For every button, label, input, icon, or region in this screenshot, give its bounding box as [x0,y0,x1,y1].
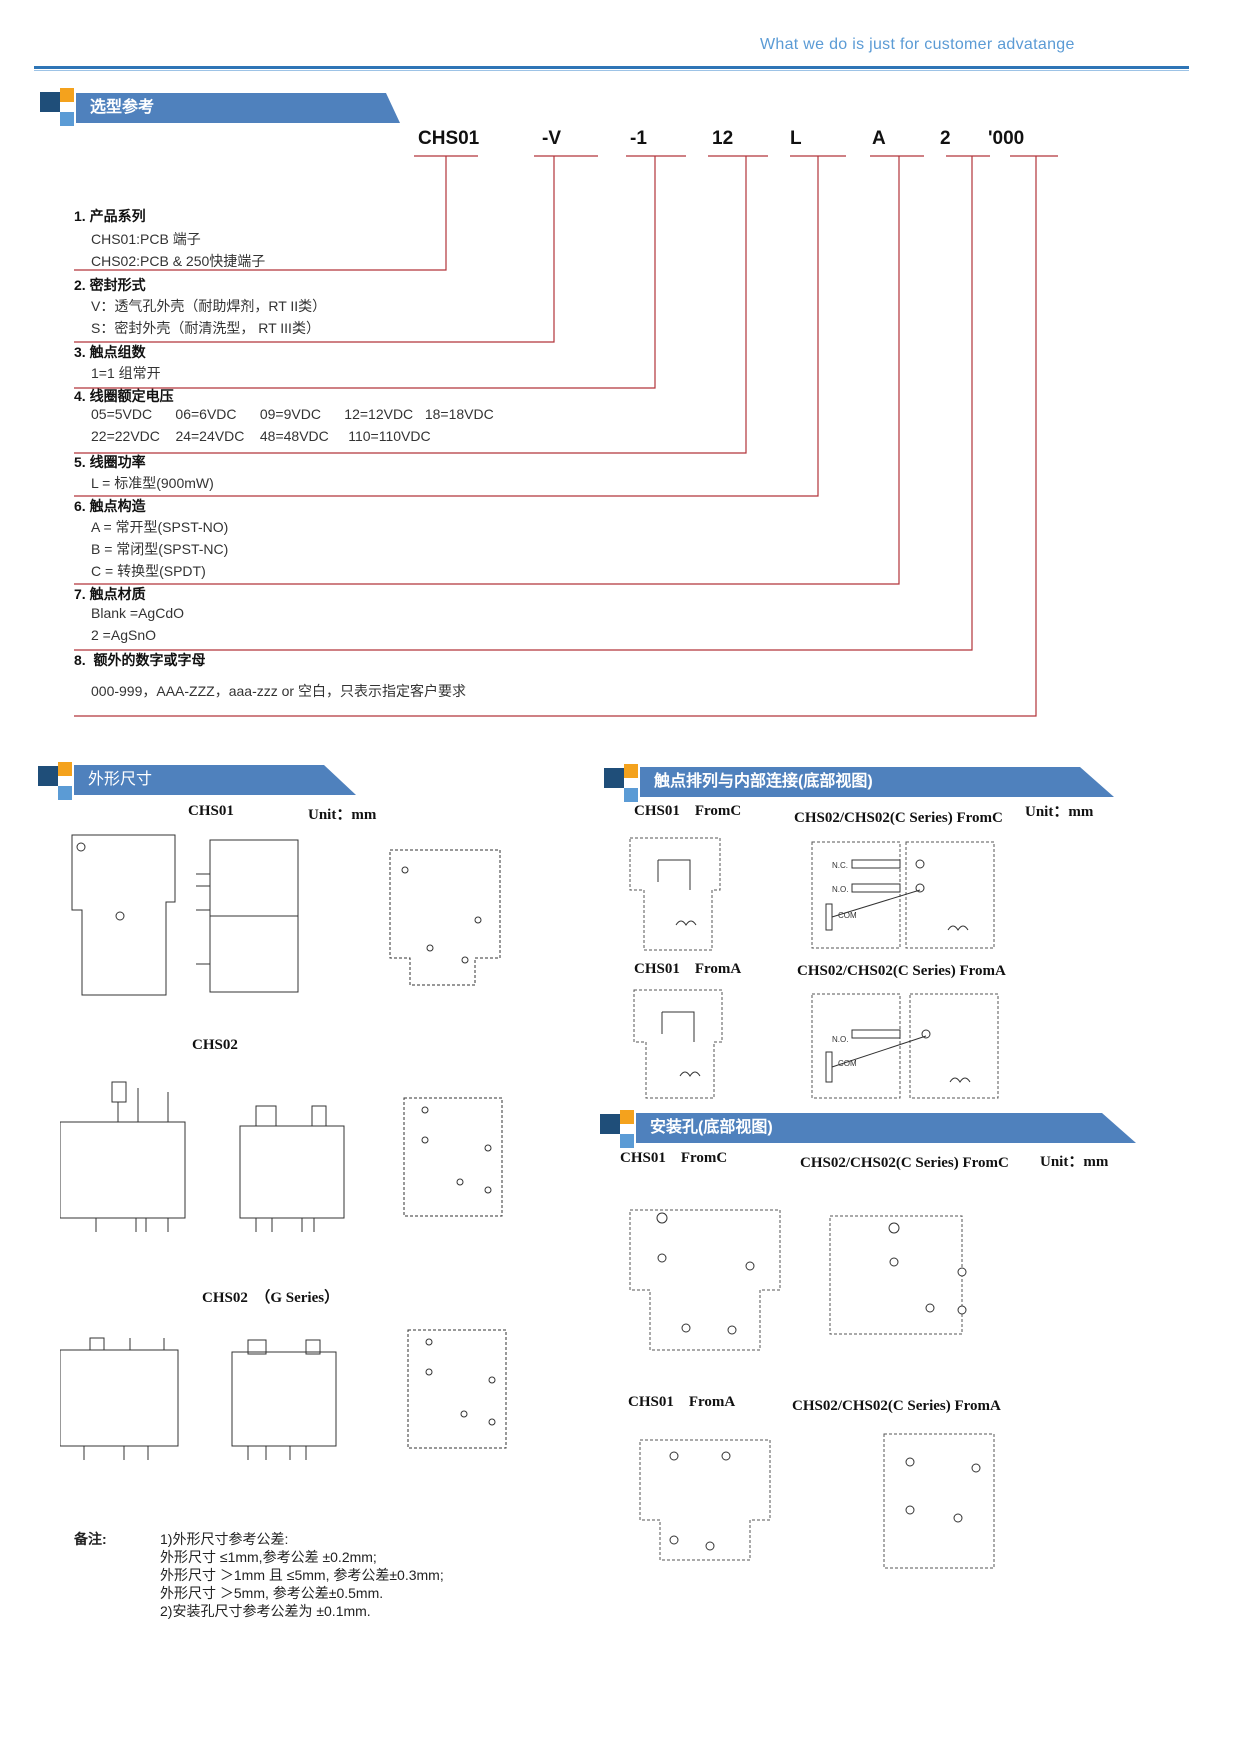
banner-shape [76,93,400,123]
banner-title: 触点排列与内部连接(底部视图) [654,773,873,790]
mount-chs01-froma: CHS01 FromA [628,1394,736,1410]
code-part-seal: -V [542,128,561,149]
svg-text:N.O.: N.O. [832,1035,848,1044]
code-part-custom: '000 [988,128,1025,149]
header-tagline: What we do is just for customer advatang… [760,36,1075,53]
code-part-contacts: -1 [630,128,647,149]
banner-square-orange [624,764,638,778]
banner-square-light [60,112,74,126]
svg-text:COM: COM [838,911,857,920]
section-4-title: 4. 线圈额定电压 [74,388,174,404]
selection-leader-lines [74,155,1058,717]
banner-title: 安装孔(底部视图) [650,1119,773,1136]
banner-square-dark [604,768,624,788]
wiring-unit-label: Unit：mm [1025,804,1094,820]
banner-shape [74,765,356,795]
mount-chs02-fromc: CHS02/CHS02(C Series) FromC [800,1155,1009,1171]
banner-wiring: 触点排列与内部连接(底部视图) [604,764,1114,804]
section-1-option: CHS01:PCB 端子 [91,231,201,247]
section-6-title: 6. 触点构造 [74,498,146,514]
banner-mounting: 安装孔(底部视图) [600,1110,1136,1150]
section-7-option: Blank =AgCdO [91,605,184,621]
section-7-title: 7. 触点材质 [74,586,146,602]
header-rule [34,66,1189,69]
section-5-title: 5. 线圈功率 [74,454,146,470]
section-6-option: A = 常开型(SPST-NO) [91,519,229,535]
section-2-option: S：密封外壳（耐清洗型， RT III类） [91,320,320,336]
dim-chs02-label: CHS02 [192,1037,238,1053]
code-part-material: 2 [940,128,951,149]
section-8-option: 000-999，AAA-ZZZ，aaa-zzz or 空白，只表示指定客户要求 [91,683,466,699]
banner-square-orange [60,88,74,102]
notes-line: 1)外形尺寸参考公差: [160,1531,289,1547]
mounting-drawings [629,1209,995,1569]
section-4-option: 05=5VDC 06=6VDC 09=9VDC 12=12VDC 18=18VD… [91,406,494,422]
dimension-drawings [60,834,507,1460]
wiring-drawings: N.C. N.O. COM N.O. COM [629,837,999,1099]
dim-unit-label: Unit：mm [308,807,377,823]
header-rule-thin [34,70,1189,71]
wiring-chs01-froma: CHS01 FromA [634,961,742,977]
wiring-chs01-fromc: CHS01 FromC [634,803,742,819]
wiring-chs02-froma: CHS02/CHS02(C Series) FromA [797,963,1006,979]
svg-text:N.C.: N.C. [832,861,848,870]
banner-square-light [624,788,638,802]
banner-title: 选型参考 [90,99,155,116]
svg-text:N.O.: N.O. [832,885,848,894]
mount-unit-label: Unit：mm [1040,1154,1109,1170]
section-1-title: 1. 产品系列 [74,208,146,224]
code-part-voltage: 12 [712,128,734,149]
notes-line: 外形尺寸 ≤1mm,参考公差 ±0.2mm; [160,1549,377,1565]
banner-shape [640,767,1114,797]
notes-line: 外形尺寸 ＞1mm 且 ≤5mm, 参考公差±0.3mm; [160,1567,444,1583]
banner-square-light [58,786,72,800]
banner-square-dark [40,92,60,112]
dim-chs02g-label: CHS02 （G Series） [202,1290,340,1306]
code-part-power: L [790,128,802,149]
notes-line: 2)安装孔尺寸参考公差为 ±0.1mm. [160,1603,371,1619]
mount-chs02-froma: CHS02/CHS02(C Series) FromA [792,1398,1001,1414]
section-7-option: 2 =AgSnO [91,627,156,643]
code-part-form: A [872,128,886,149]
banner-dimensions: 外形尺寸 [38,762,356,802]
banner-title: 外形尺寸 [88,771,153,788]
section-6-option: C = 转换型(SPDT) [91,563,206,579]
banner-square-orange [620,1110,634,1124]
section-1-option: CHS02:PCB & 250快捷端子 [91,253,266,269]
notes-label: 备注: [74,1531,107,1547]
code-part-series: CHS01 [418,128,480,149]
section-3-title: 3. 触点组数 [74,344,146,360]
banner-square-light [620,1134,634,1148]
section-2-title: 2. 密封形式 [74,277,146,293]
wiring-chs02-fromc: CHS02/CHS02(C Series) FromC [794,810,1003,826]
banner-shape [636,1113,1136,1143]
banner-square-dark [600,1114,620,1134]
section-5-option: L = 标准型(900mW) [91,475,214,491]
section-3-option: 1=1 组常开 [91,365,161,381]
mount-chs01-fromc: CHS01 FromC [620,1150,728,1166]
section-8-title: 8. 额外的数字或字母 [74,652,206,668]
section-4-option: 22=22VDC 24=24VDC 48=48VDC 110=110VDC [91,428,431,444]
section-2-option: V：透气孔外壳（耐助焊剂，RT II类） [91,298,327,314]
section-6-option: B = 常闭型(SPST-NC) [91,541,229,557]
banner-square-orange [58,762,72,776]
notes-line: 外形尺寸 ＞5mm, 参考公差±0.5mm. [160,1585,384,1601]
banner-selection: 选型参考 [40,88,400,128]
svg-text:COM: COM [838,1059,857,1068]
dim-chs01-label: CHS01 [188,803,234,819]
banner-square-dark [38,766,58,786]
